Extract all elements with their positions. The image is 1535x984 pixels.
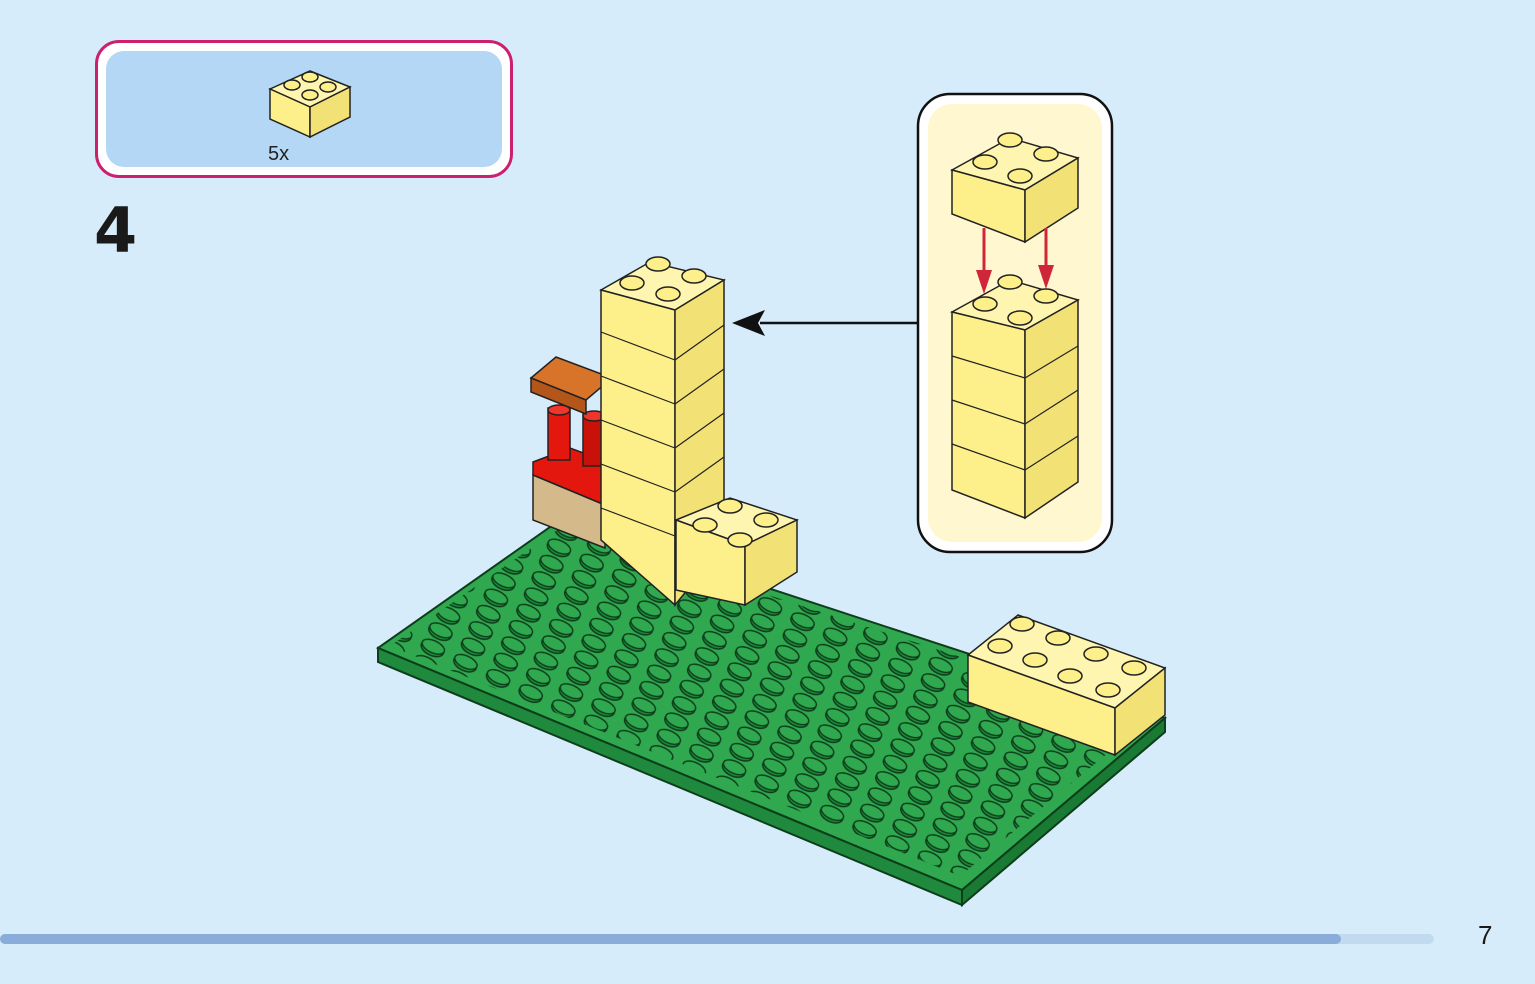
page-number: 7	[1478, 920, 1493, 950]
inset-top-brick	[950, 132, 1080, 244]
parts-list-panel: 5x	[106, 51, 502, 167]
parts-list-callout: 5x	[95, 40, 513, 178]
sub-assembly-inset	[916, 92, 1114, 554]
progress-fill	[0, 934, 1341, 944]
placement-arrow-icon	[976, 228, 1054, 294]
yellow-2x4-brick	[966, 614, 1167, 757]
inset-brick-stack	[949, 274, 1080, 520]
progress-bar	[0, 934, 1434, 944]
green-baseplate	[375, 518, 1168, 908]
part-quantity: 5x	[268, 143, 290, 165]
orange-roof-plate	[529, 356, 614, 416]
build-scene	[375, 92, 1168, 908]
yellow-side-brick	[673, 497, 800, 607]
pointer-arrow-icon	[732, 310, 918, 336]
yellow-2x2-brick-icon	[268, 70, 352, 139]
step-number: 4	[94, 194, 138, 267]
